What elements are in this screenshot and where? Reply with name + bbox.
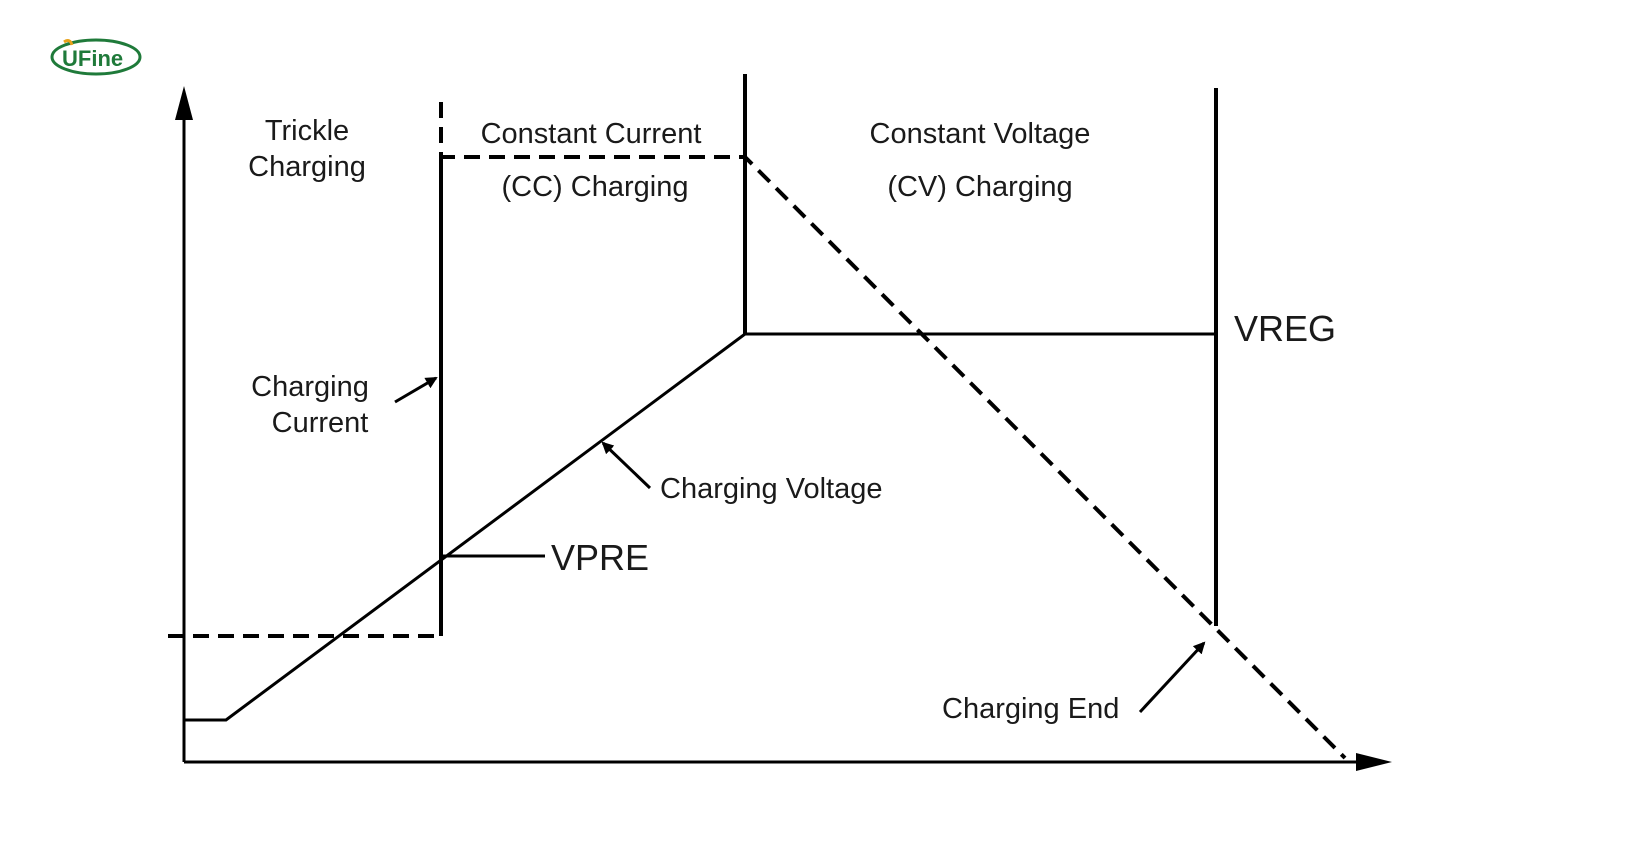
charging-voltage-arrow [601,441,652,490]
charging-current-label-line2: Current [272,407,369,439]
axes [175,86,1392,771]
logo-leaf-icon [63,39,74,46]
charging-voltage-line [184,332,1216,722]
charging-voltage-label: Charging Voltage [660,473,883,505]
logo-ring [50,38,142,76]
cc-label-line2: (CC) Charging [502,171,689,203]
cv-label-line1: Constant Voltage [870,118,1091,150]
trickle-label-line2: Charging [248,151,366,183]
vreg-label: VREG [1234,308,1336,349]
charging-current-arrow [394,376,438,404]
vpre-label: VPRE [551,537,649,578]
charging-end-arrow [1138,641,1206,714]
charging-current-label-line1: Charging [251,371,369,403]
trickle-label-line1: Trickle [265,115,349,147]
charging-end-label: Charging End [942,693,1119,725]
logo-text: UFine [62,46,123,71]
phase-separators [439,74,1218,636]
ufine-logo: UFine [50,38,142,76]
cc-label-line1: Constant Current [481,118,702,150]
cv-label-line2: (CV) Charging [887,171,1072,203]
x-axis-arrow-icon [1356,753,1392,771]
y-axis-arrow-icon [175,86,193,120]
charging-current-line [168,155,1347,760]
